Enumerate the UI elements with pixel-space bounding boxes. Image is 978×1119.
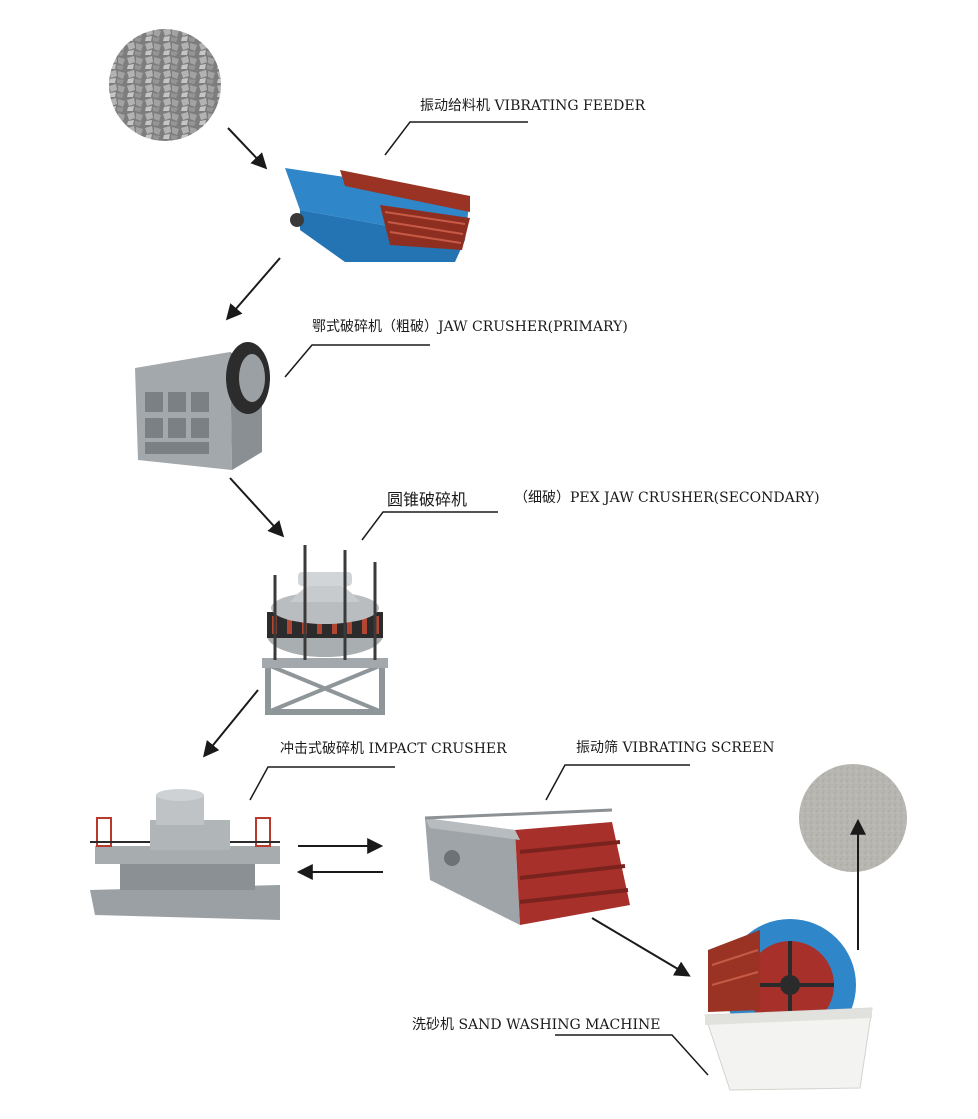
label-impact-crusher: 冲击式破碎机 IMPACT CRUSHER: [280, 741, 507, 757]
flow-arrows: [202, 127, 866, 977]
impact-crusher-image: [90, 789, 280, 920]
finished-sand-image: [799, 764, 907, 872]
raw-stone-image: [109, 29, 221, 141]
cone-crusher-image: [262, 545, 388, 715]
arrow-feeder-to-jaw: [225, 257, 281, 321]
label-jaw-crusher: 鄂式破碎机（粗破）JAW CRUSHER(PRIMARY): [312, 319, 628, 335]
arrow-jaw-to-cone: [229, 477, 285, 538]
vibrating-screen-image: [424, 808, 630, 925]
label-cone-crusher-en: （细破）PEX JAW CRUSHER(SECONDARY): [514, 490, 820, 506]
leader-lines: [249, 121, 709, 1076]
arrow-stone-to-feeder: [227, 127, 268, 170]
sand-washing-machine-image: [704, 919, 873, 1091]
label-sand-washing: 洗砂机 SAND WASHING MACHINE: [412, 1017, 661, 1033]
label-vibrating-screen: 振动筛 VIBRATING SCREEN: [576, 740, 775, 756]
arrow-screen-to-washer: [591, 917, 691, 977]
label-cone-crusher-cn: 圆锥破碎机: [387, 490, 468, 509]
vibrating-feeder-image: [285, 168, 470, 262]
label-vibrating-feeder: 振动给料机 VIBRATING FEEDER: [420, 98, 646, 114]
arrow-cone-to-impact: [202, 689, 259, 758]
jaw-crusher-image: [135, 342, 270, 470]
